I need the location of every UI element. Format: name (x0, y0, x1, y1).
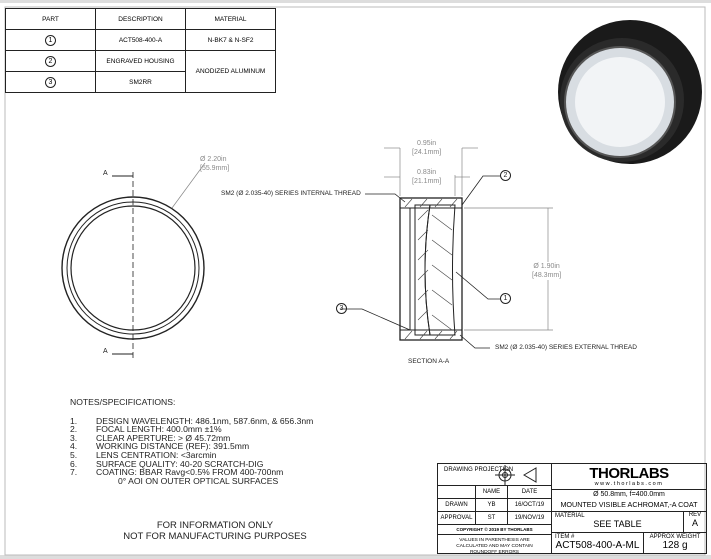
thorlabs-logo: THORLABS (589, 465, 669, 482)
approval-date: 19/NOV/19 (508, 512, 552, 525)
approval-label: APPROVAL (438, 512, 476, 525)
balloon: 1 (45, 34, 56, 46)
title-block: DRAWING PROJECTION NAME DATE DRAWN YB 16… (437, 463, 707, 555)
note-item: SURFACE QUALITY: 40-20 SCRATCH-DIG (96, 458, 264, 469)
balloon-2: 2 (500, 170, 511, 181)
notes-title: NOTES/SPECIFICATIONS: (70, 397, 176, 407)
website: www.thorlabs.com (552, 481, 706, 490)
balloon-1: 1 (500, 293, 511, 304)
item-cell: ITEM #ACT508-400-A-ML (552, 533, 644, 553)
drawn-date: 16/OCT/19 (508, 499, 552, 512)
header-part: PART (5, 8, 96, 30)
material-cell: N-BK7 & N-SF2 (185, 29, 276, 51)
section-label-bottom: A (103, 348, 108, 355)
projection-label: DRAWING PROJECTION (438, 464, 552, 486)
balloon-3: 3 (336, 303, 347, 314)
product-render (558, 20, 702, 164)
section-view (340, 147, 553, 349)
section-title: SECTION A-A (408, 358, 450, 365)
notes: NOTES/SPECIFICATIONS: 1.DESIGN WAVELENGT… (70, 397, 314, 486)
drawn-label: DRAWN (438, 499, 476, 512)
note-item: WORKING DISTANCE (REF): 391.5mm (96, 441, 250, 452)
balloon: 2 (45, 55, 56, 67)
values-note: VALUES IN PARENTHESIS ARE CALCULATED AND… (438, 535, 552, 555)
description-cell: ACT508-400-A (95, 29, 186, 51)
note-item: LENS CENTRATION: <3arcmin (96, 449, 217, 460)
description-line-2: MOUNTED VISIBLE ACHROMAT,-A COAT (552, 500, 706, 512)
external-thread-callout: SM2 (Ø 2.035-40) SERIES EXTERNAL THREAD (495, 344, 637, 351)
balloon: 3 (45, 76, 56, 88)
description-cell: SM2RR (95, 71, 186, 93)
projection-symbol (495, 465, 537, 485)
note-item: DESIGN WAVELENGTH: 486.1nm, 587.6nm, & 6… (96, 415, 314, 426)
date-header: DATE (508, 486, 552, 499)
copyright: COPYRIGHT © 2019 BY THORLABS (438, 525, 552, 535)
header-material: MATERIAL (185, 8, 276, 30)
width1-dim: 0.95in[24.1mm] (412, 140, 442, 156)
width2-dim: 0.83in[21.1mm] (412, 169, 442, 185)
note-item: COATING: BBAR Ravg<0.5% FROM 400-700nm (96, 467, 284, 478)
note-item: FOCAL LENGTH: 400.0mm ±1% (96, 424, 222, 435)
header-description: DESCRIPTION (95, 8, 186, 30)
note-item: CLEAR APERTURE: > Ø 45.72mm (96, 432, 231, 443)
description-line-1: Ø 50.8mm, f=400.0mm (593, 491, 665, 498)
front-diameter-dim: Ø 2.20in[55.9mm] (200, 156, 230, 172)
drawn-name: YB (476, 499, 508, 512)
section-diameter-dim: Ø 1.90in[48.3mm] (532, 262, 562, 280)
approval-name: ST (476, 512, 508, 525)
note-item: 0° AOI ON OUTER OPTICAL SURFACES (118, 475, 279, 486)
material-cell: ANODIZED ALUMINUM (185, 50, 276, 93)
front-view (61, 162, 206, 358)
name-header: NAME (476, 486, 508, 499)
section-label-top: A (103, 170, 108, 177)
internal-thread-callout: SM2 (Ø 2.035-40) SERIES INTERNAL THREAD (221, 190, 361, 197)
description-cell: ENGRAVED HOUSING (95, 50, 186, 72)
